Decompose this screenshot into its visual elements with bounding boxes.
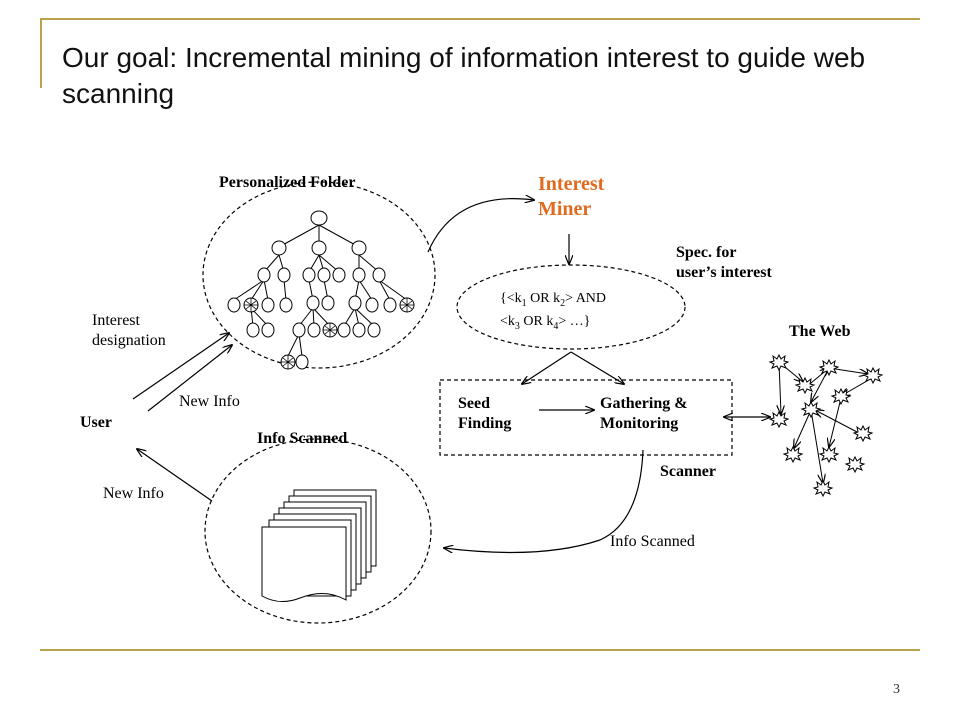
folder-to-miner-arrow <box>427 199 534 253</box>
top-horizontal-rule <box>40 18 920 20</box>
scanner-to-info-arrow <box>444 449 644 554</box>
interest-designation-label: Interest designation <box>92 312 166 349</box>
left-vertical-rule <box>40 18 42 88</box>
query-to-seed-arrow <box>522 351 572 384</box>
info-scanned-ellipse <box>204 438 432 624</box>
seed-finding-label: Seed Finding <box>458 395 512 432</box>
info-to-user-arrow <box>137 449 213 502</box>
query-line-2: <k3 OR k4> …} <box>500 314 590 332</box>
bottom-horizontal-rule <box>40 649 920 651</box>
web-node-icon <box>844 455 866 474</box>
flow-arrows <box>132 199 770 554</box>
document-stack-icon <box>261 489 377 602</box>
web-node-icon <box>794 376 816 395</box>
web-node-icon <box>818 445 840 464</box>
hatched-folder-nodes <box>243 297 415 370</box>
web-node-icon <box>800 400 822 419</box>
web-node-icon <box>782 445 804 464</box>
info-scanned-title: Info Scanned <box>257 430 348 447</box>
web-node-icon <box>862 366 884 385</box>
query-ellipse <box>456 264 686 350</box>
slide-title: Our goal: Incremental mining of informat… <box>62 42 866 109</box>
query-to-gathering-arrow <box>570 351 624 384</box>
spec-interest-label: Spec. for user’s interest <box>676 244 772 281</box>
scanner-label: Scanner <box>660 463 716 480</box>
web-node-icon <box>830 387 852 406</box>
folder-tree <box>227 210 408 370</box>
web-graph-nodes <box>768 353 884 498</box>
web-node-icon <box>818 358 840 377</box>
page-number: 3 <box>893 682 900 697</box>
new-info-top-label: New Info <box>179 393 240 410</box>
web-node-icon <box>852 424 874 443</box>
query-line-1: {<k1 OR k2> AND <box>500 291 606 309</box>
web-node-icon <box>768 353 790 372</box>
gathering-monitoring-label: Gathering & Monitoring <box>600 395 688 432</box>
personalized-folder-label: Personalized Folder <box>219 174 356 191</box>
user-designation-arrow <box>132 333 229 400</box>
interest-miner-label: Interest Miner <box>538 173 605 220</box>
web-node-icon <box>812 479 834 498</box>
web-node-icon <box>768 410 790 429</box>
new-info-bottom-label: New Info <box>103 485 164 502</box>
user-label: User <box>80 414 112 431</box>
personalized-folder-ellipse <box>202 181 436 369</box>
info-scanned-arrow-label: Info Scanned <box>610 533 695 550</box>
user-newinfo-arrow <box>147 345 232 412</box>
the-web-label: The Web <box>789 323 851 340</box>
